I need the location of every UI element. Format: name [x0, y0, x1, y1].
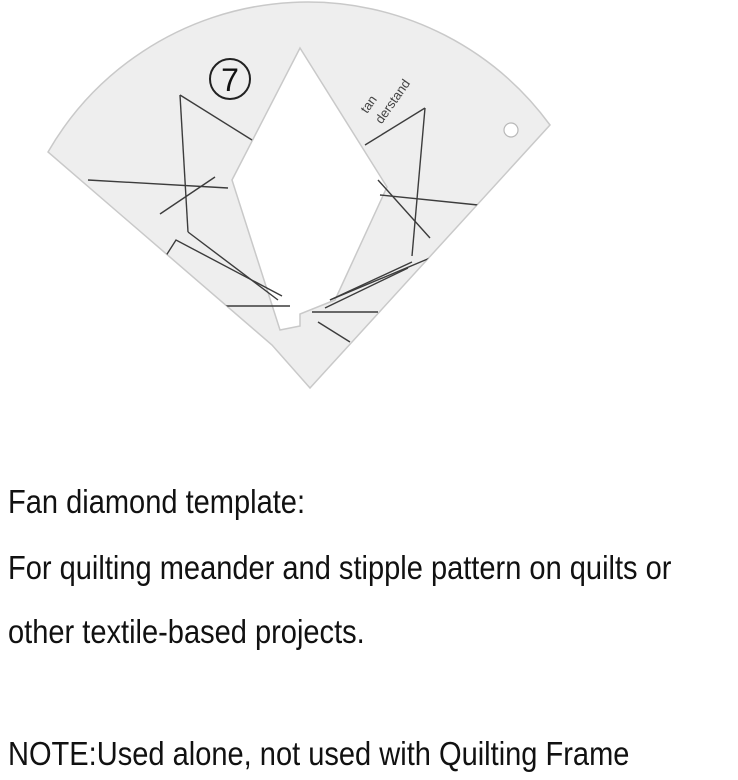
guide-line [324, 267, 409, 309]
fan-diamond-template-figure: 7 tan derstand [47, 1, 551, 390]
fan-template-piece [47, 1, 551, 390]
guide-line [379, 194, 479, 206]
description-line: other textile-based projects. [8, 613, 365, 650]
guide-line [364, 107, 426, 146]
template-number-badge: 7 [209, 58, 251, 100]
guide-line [179, 94, 189, 233]
usage-note: NOTE:Used alone, not used with Quilting … [8, 735, 630, 772]
guide-line [411, 107, 426, 257]
fan-template-body [47, 1, 551, 390]
guide-line [179, 94, 253, 141]
hanging-hole [503, 122, 519, 138]
guide-line [329, 261, 413, 301]
guide-line [159, 176, 216, 215]
guide-line [317, 321, 351, 343]
guide-line [87, 179, 229, 189]
description-heading: Fan diamond template: [8, 483, 306, 520]
guide-line [377, 179, 431, 239]
guide-line [187, 231, 279, 301]
template-number: 7 [221, 62, 239, 98]
description-line: For quilting meander and stipple pattern… [8, 549, 672, 586]
